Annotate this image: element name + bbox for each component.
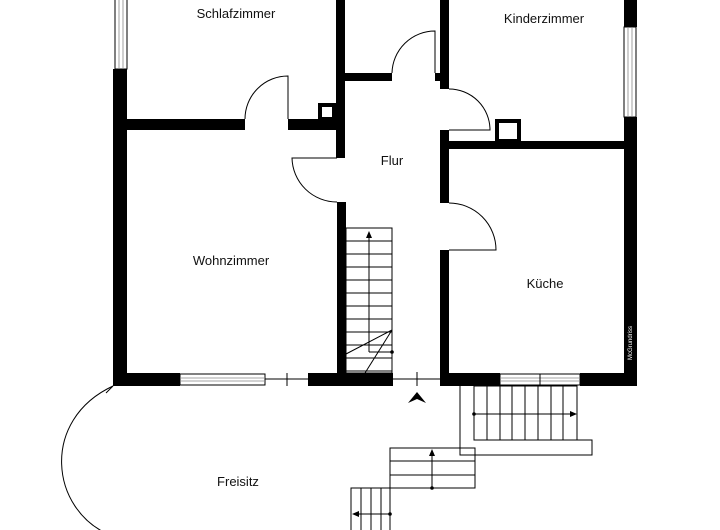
windows: [114, 0, 637, 386]
east-wall-top: [624, 0, 637, 27]
flur-north-stub: [345, 73, 392, 81]
walls: [113, 0, 637, 386]
doors: [244, 30, 497, 403]
kinderzimmer-west-wall: [440, 0, 449, 89]
door-kinderzimmer: [448, 88, 491, 131]
kueche-west-wall: [440, 250, 449, 374]
south-wall-1: [113, 373, 180, 386]
flur-west-wall-lower: [337, 202, 346, 374]
entrance-arrow-icon: [408, 392, 426, 403]
east-wall: [624, 117, 637, 386]
window-wohnzimmer: [179, 373, 266, 386]
south-wall-4: [580, 373, 637, 386]
room-label-freisitz: Freisitz: [217, 474, 259, 489]
chimney-shaft: [495, 119, 521, 143]
window-kueche: [499, 373, 581, 386]
room-label-wohnzimmer: Wohnzimmer: [193, 253, 270, 268]
window-schlafzimmer: [114, 0, 128, 70]
stair-arrow-icon: [366, 231, 372, 238]
door-schlafzimmer: [244, 75, 289, 120]
terrace-edge: [105, 385, 114, 394]
door-kueche: [448, 202, 497, 251]
schlafzimmer-south-wall-2: [288, 119, 345, 130]
door-bad: [391, 30, 436, 74]
entrance-door: [393, 372, 440, 386]
room-label-flur: Flur: [381, 153, 404, 168]
window-kinderzimmer: [623, 26, 637, 118]
chimney-shaft: [318, 103, 336, 121]
south-wall-3: [440, 373, 500, 386]
stair-arrow-icon: [429, 449, 435, 456]
door-wohnzimmer: [291, 157, 338, 203]
door-terrace: [265, 373, 308, 386]
schlafzimmer-south-wall: [127, 119, 245, 130]
brand-watermark: McGrundriss: [628, 326, 634, 360]
stair-arrow-icon: [570, 411, 577, 417]
room-label-schlafzimmer: Schlafzimmer: [197, 6, 276, 21]
terrace-outline: [61, 385, 114, 530]
stair-arrow-icon: [352, 511, 359, 517]
west-wall: [113, 69, 127, 386]
flur-east-wall: [440, 130, 449, 203]
exterior-stairs: [350, 385, 593, 530]
room-label-kinderzimmer: Kinderzimmer: [504, 11, 585, 26]
flur-west-wall-upper: [336, 0, 345, 158]
room-label-kueche: Küche: [527, 276, 564, 291]
south-wall-2: [308, 373, 393, 386]
interior-staircase: [345, 227, 394, 374]
kinderzimmer-south-wall: [449, 141, 625, 149]
